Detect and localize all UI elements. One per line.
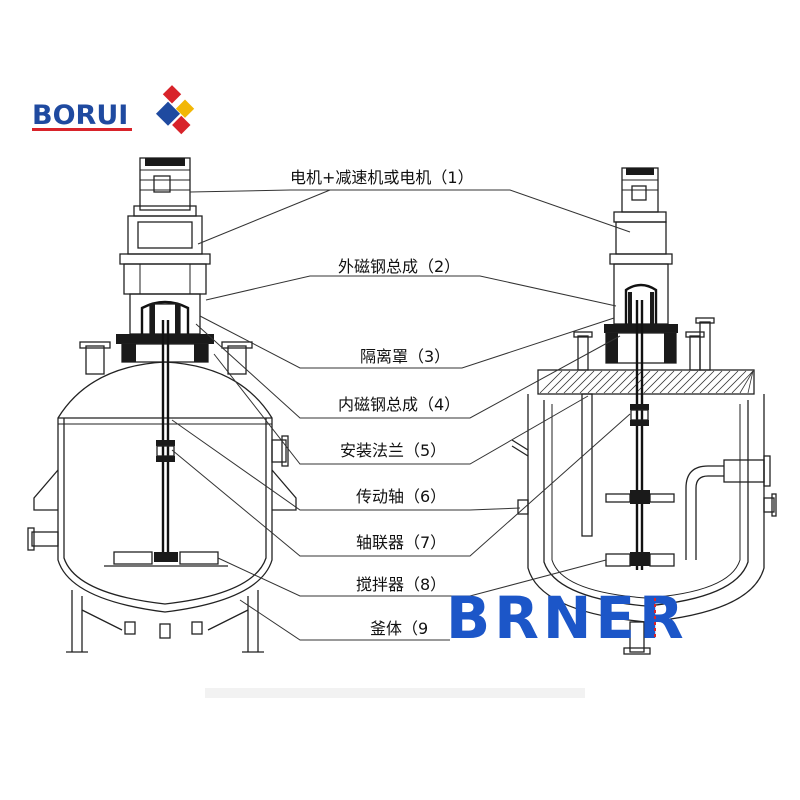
label-mounting-flange: 安装法兰（5）	[340, 441, 446, 460]
right-motor	[609, 167, 673, 265]
leader-lines	[171, 189, 631, 641]
borui-logo: BORUI	[32, 85, 195, 135]
label-isolation-cover: 隔离罩（3）	[360, 347, 450, 366]
label-agitator: 搅拌器（8）	[356, 575, 446, 594]
logo-underline	[32, 128, 132, 131]
label-drive-shaft: 传动轴（6）	[356, 487, 446, 506]
label-coupling: 轴联器（7）	[356, 533, 446, 552]
diamond-logo-icon	[155, 85, 195, 135]
label-inner-magnet: 内磁钢总成（4）	[338, 395, 460, 414]
logo-text: BORUI	[32, 100, 128, 131]
label-vessel: 釜体（9	[370, 619, 428, 638]
right-reactor	[511, 167, 777, 655]
left-reducer	[119, 215, 211, 295]
left-reactor	[27, 157, 297, 653]
watermark-text: BRNER	[446, 584, 688, 652]
head-hatching	[539, 370, 754, 394]
left-motor	[133, 157, 197, 217]
label-outer-magnet: 外磁钢总成（2）	[338, 257, 460, 276]
part-labels: 电机+减速机或电机（1） 外磁钢总成（2） 隔离罩（3） 内磁钢总成（4） 安装…	[290, 168, 474, 638]
left-magnetic-coupling	[116, 293, 214, 363]
label-motor: 电机+减速机或电机（1）	[290, 168, 474, 187]
brner-watermark: BRNER	[446, 584, 688, 652]
blurred-caption	[205, 688, 585, 698]
